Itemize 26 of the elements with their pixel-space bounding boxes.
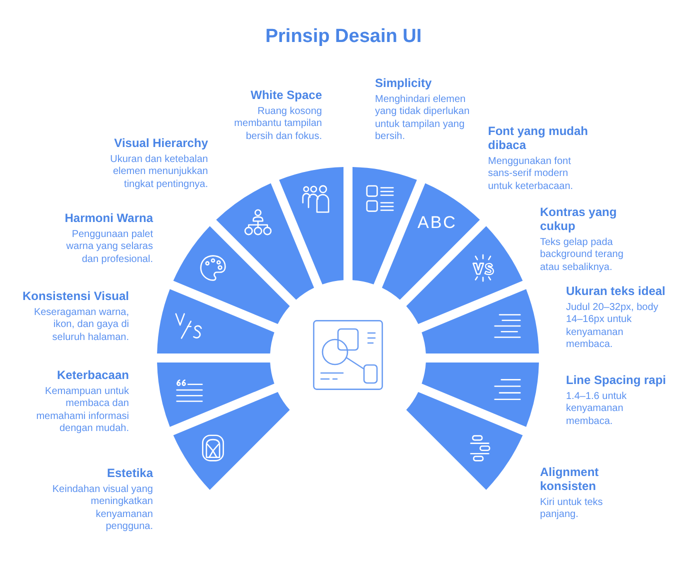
diagram-title: Prinsip Desain UI (264, 26, 423, 48)
segment-heading: Kontras yang cukup (540, 205, 618, 233)
segment-description: Ukuran dan ketebalan elemen menunjukkan tingkat pentingnya. (109, 154, 208, 191)
segment-description: Menggunakan font sans-serif modern untuk keterbacaan. (488, 156, 574, 193)
segment-heading: Font yang mudah dibaca (488, 124, 589, 152)
segment-description: Menghindari elemen yang tidak diperlukan untuk tampilan yang bersih. (375, 94, 471, 144)
segment-description: Ruang kosong membantu tampilan bersih dan fokus. (233, 106, 322, 143)
segment-heading: Visual Hierarchy (113, 136, 208, 150)
segment-description: Keindahan visual yang meningkatkan kenyamanan pengguna. (51, 484, 153, 534)
segment-description: 1.4–1.6 untuk kenyamanan membaca. (566, 391, 628, 428)
segment-heading: White Space (250, 88, 322, 102)
segment-heading: Ukuran teks ideal (566, 284, 666, 298)
segment-heading: Simplicity (375, 76, 433, 90)
segment-description: Keseragaman warna, ikon, dan gaya di seluruh halaman. (32, 307, 129, 344)
segment-heading: Keterbacaan (56, 368, 129, 382)
segment-heading: Line Spacing rapi (566, 373, 668, 387)
segment-heading: Harmoni Warna (64, 211, 153, 225)
segment-description: Penggunaan palet warna yang selaras dan profesional. (65, 229, 153, 266)
segment-heading: Estetika (106, 466, 153, 480)
segment-description: Judul 20–32px, body 14–16px untuk kenyamanan membaca. (566, 302, 660, 352)
font-sample-text: ABC (418, 213, 457, 233)
segment-description: Kemampuan untuk membaca dan memahami informasi dengan mudah. (35, 386, 129, 436)
segment-heading: Alignment konsisten (540, 465, 600, 493)
segment-description: Teks gelap pada background terang atau sebaliknya. (540, 237, 624, 274)
segment-heading: Konsistensi Visual (22, 289, 129, 303)
segment-description: Kiri untuk teks panjang. (540, 497, 604, 522)
